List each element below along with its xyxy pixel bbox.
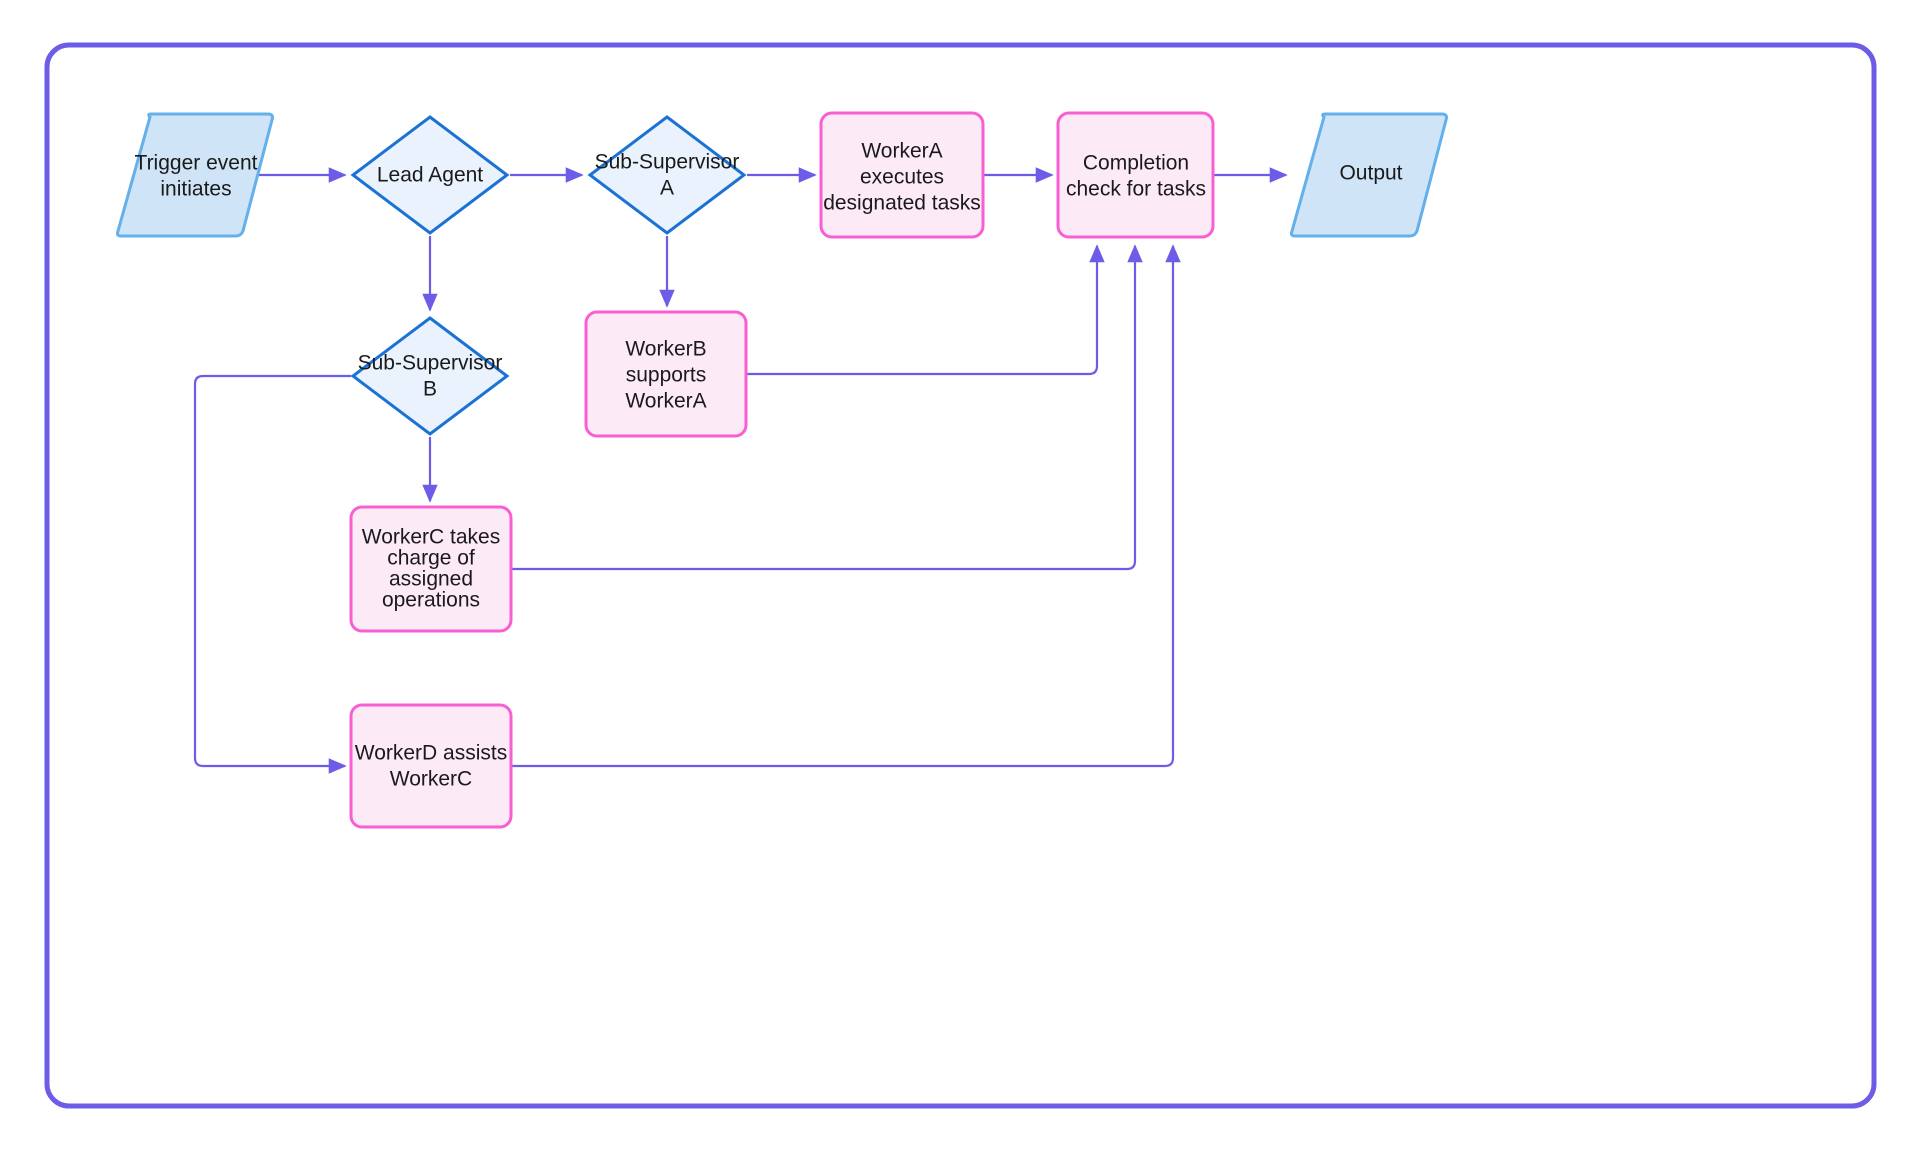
- node-output[interactable]: Output: [1289, 112, 1448, 238]
- worker-b-shape: [584, 310, 748, 438]
- edge-worker-b-to-completion-check: [746, 244, 1105, 376]
- sub-supervisor-b-shape: [350, 316, 510, 436]
- trigger-event-shape: [115, 112, 274, 238]
- node-sub-supervisor-a[interactable]: Sub-Supervisor A: [587, 115, 747, 235]
- node-worker-d[interactable]: WorkerD assists WorkerC: [349, 703, 513, 829]
- completion-check-shape: [1056, 111, 1215, 239]
- worker-c-shape: [349, 505, 513, 633]
- edge-sub-supervisor-b-to-worker-d: [193, 374, 351, 774]
- edge-layer: [193, 167, 1288, 774]
- node-trigger-event[interactable]: Trigger event initiates: [115, 112, 274, 238]
- node-lead-agent[interactable]: Lead Agent: [350, 115, 510, 235]
- diagram-frame: [44, 42, 1877, 1109]
- node-worker-b[interactable]: WorkerB supports WorkerA: [584, 310, 748, 438]
- sub-supervisor-a-shape: [587, 115, 747, 235]
- node-sub-supervisor-b[interactable]: Sub-Supervisor B: [350, 316, 510, 436]
- node-worker-a[interactable]: WorkerA executes designated tasks: [819, 111, 985, 239]
- worker-a-shape: [819, 111, 985, 239]
- output-shape: [1289, 112, 1448, 238]
- edge-worker-c-to-completion-check: [511, 244, 1143, 571]
- worker-d-shape: [349, 703, 513, 829]
- node-worker-c[interactable]: WorkerC takes charge of assigned operati…: [349, 505, 513, 633]
- edge-worker-d-to-completion-check: [511, 244, 1181, 768]
- lead-agent-shape: [350, 115, 510, 235]
- node-completion-check[interactable]: Completion check for tasks: [1056, 111, 1215, 239]
